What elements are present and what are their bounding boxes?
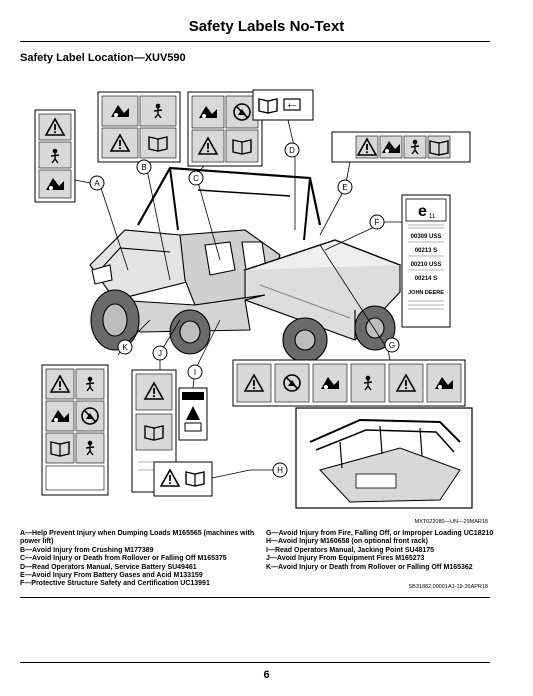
callout-e: E bbox=[338, 180, 352, 194]
label-f-code-3: 00210 USS bbox=[411, 262, 442, 268]
caption-i: I—Read Operators Manual, Jacking Point S… bbox=[266, 547, 496, 555]
label-h-panel bbox=[154, 462, 212, 496]
caption-g: G—Avoid Injury from Fire, Falling Off, o… bbox=[266, 530, 496, 538]
caption-b: B—Avoid Injury from Crushing M177389 bbox=[20, 547, 258, 555]
callout-a: A bbox=[90, 176, 104, 190]
svg-text:K: K bbox=[122, 343, 128, 352]
svg-text:J: J bbox=[158, 349, 162, 358]
label-c-panel bbox=[188, 92, 262, 166]
caption-list-left: A—Help Prevent Injury when Dumping Loads… bbox=[20, 530, 258, 589]
caption-c: C—Avoid Injury or Death from Rollover or… bbox=[20, 555, 258, 563]
title-rule bbox=[20, 41, 490, 42]
label-g-panel bbox=[233, 360, 465, 406]
label-f-code-1: 00309 USS bbox=[411, 234, 442, 240]
label-i-panel bbox=[179, 388, 207, 440]
label-f-code-4: 00214 S bbox=[415, 276, 437, 282]
svg-text:+−: +− bbox=[287, 101, 297, 110]
caption-j: J—Avoid Injury From Equipment Fires M165… bbox=[266, 555, 496, 563]
svg-text:C: C bbox=[193, 174, 199, 183]
page-title: Safety Labels No-Text bbox=[0, 18, 533, 35]
section-end-rule bbox=[20, 597, 490, 598]
svg-text:A: A bbox=[94, 179, 100, 188]
label-a-panel bbox=[35, 110, 75, 202]
section-title: Safety Label Location—XUV590 bbox=[20, 52, 186, 64]
label-e-panel bbox=[332, 132, 470, 162]
document-reference: SB31882,00001A1-19-26APR18 bbox=[408, 584, 488, 590]
page-number: 6 bbox=[0, 669, 533, 681]
svg-text:F: F bbox=[375, 218, 380, 227]
label-f-code-2: 00213 S bbox=[415, 248, 437, 254]
svg-text:E: E bbox=[342, 183, 347, 192]
label-f-panel: e 11 00309 USS 00213 S 00210 USS 00214 S… bbox=[402, 195, 450, 327]
callout-g: G bbox=[385, 338, 399, 352]
svg-text:G: G bbox=[389, 341, 395, 350]
svg-text:I: I bbox=[194, 368, 196, 377]
utv-vehicle-drawing bbox=[90, 168, 400, 362]
callout-b: B bbox=[137, 160, 151, 174]
caption-f: F—Protective Structure Safety and Certif… bbox=[20, 580, 258, 588]
safety-label-figure: +− e 11 00309 USS 00213 S 00210 USS 0021… bbox=[20, 70, 490, 510]
figure-id: MXT022080—UN—29MAR18 bbox=[415, 519, 488, 525]
callout-f: F bbox=[370, 215, 384, 229]
caption-e: E—Avoid Injury From Battery Gases and Ac… bbox=[20, 572, 258, 580]
label-f-logo: e bbox=[418, 203, 427, 220]
svg-text:B: B bbox=[141, 163, 146, 172]
caption-h: H—Avoid Injury M160658 (on optional fron… bbox=[266, 538, 496, 546]
footer-rule bbox=[20, 662, 490, 663]
caption-a: A—Help Prevent Injury when Dumping Loads… bbox=[20, 530, 258, 547]
caption-d: D—Read Operators Manual, Service Battery… bbox=[20, 564, 258, 572]
caption-list-right: G—Avoid Injury from Fire, Falling Off, o… bbox=[266, 530, 496, 572]
callout-d: D bbox=[285, 143, 299, 157]
callout-c: C bbox=[189, 171, 203, 185]
label-b-panel bbox=[98, 92, 180, 162]
callout-j: J bbox=[153, 346, 167, 360]
callout-h: H bbox=[273, 463, 287, 477]
label-d-panel: +− bbox=[253, 90, 313, 120]
label-f-logo-sub: 11 bbox=[429, 214, 436, 220]
front-rack-inset bbox=[296, 408, 472, 508]
callout-k: K bbox=[118, 340, 132, 354]
callout-i: I bbox=[188, 365, 202, 379]
svg-text:H: H bbox=[277, 466, 283, 475]
svg-text:D: D bbox=[289, 146, 295, 155]
label-k-panel bbox=[42, 365, 108, 495]
label-f-brand: JOHN DEERE bbox=[408, 290, 444, 296]
caption-k: K—Avoid Injury or Death from Rollover or… bbox=[266, 564, 496, 572]
